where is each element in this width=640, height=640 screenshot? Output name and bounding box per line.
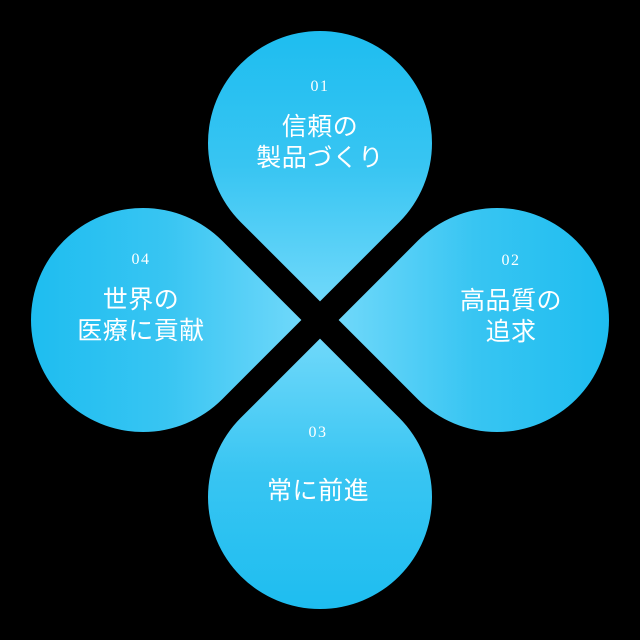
petal-right-text: 02 高品質の 追求 [460,251,562,348]
petal-right-line-1: 高品質の [459,288,563,315]
petal-right-number: 02 [501,252,521,269]
petal-left-text: 04 世界の 医療に貢献 [77,250,205,347]
petal-top-shape [208,31,433,302]
petal-top-line-2: 製品づくり [256,145,384,172]
petal-left-line-1: 世界の [102,287,180,314]
petal-bottom-number: 03 [308,424,328,441]
petal-right-shape [338,208,609,433]
petal-left-number: 04 [131,251,151,268]
petal-top-line-1: 信頼の [281,114,359,141]
petal-bottom-line-1: 常に前進 [266,478,370,505]
petal-bottom-shape [208,338,433,609]
petal-left-shape [31,208,302,433]
petal-bottom-text: 03 常に前進 [267,423,369,507]
petal-top-text: 01 信頼の 製品づくり [256,77,384,174]
petal-top-number: 01 [310,78,330,95]
petal-right-line-2: 追求 [485,319,537,346]
petal-left-line-2: 医療に貢献 [77,318,205,345]
